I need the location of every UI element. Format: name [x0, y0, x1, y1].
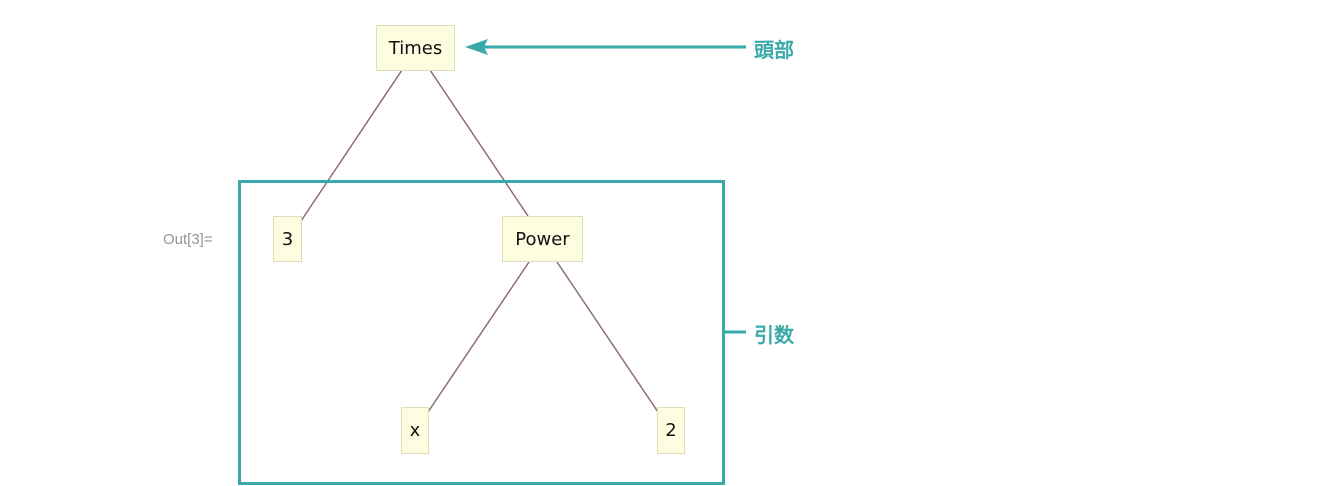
node-two: 2 — [657, 407, 685, 454]
node-three: 3 — [273, 216, 302, 262]
edge-times-power — [429, 69, 529, 217]
edge-power-two — [556, 261, 659, 413]
edge-power-x — [427, 261, 530, 413]
arguments-annotation-label: 引数 — [754, 323, 794, 347]
node-times-label: Times — [388, 37, 443, 59]
node-times: Times — [376, 25, 455, 71]
arguments-box — [238, 180, 725, 485]
node-x: x — [401, 407, 429, 454]
output-cell-label: Out[3]= — [163, 231, 213, 248]
edge-times-three — [300, 69, 403, 222]
node-x-label: x — [409, 420, 421, 441]
node-power: Power — [502, 216, 583, 262]
node-three-label: 3 — [281, 228, 294, 250]
head-arrow-head-icon — [465, 39, 488, 55]
node-two-label: 2 — [665, 420, 677, 441]
node-power-label: Power — [515, 228, 570, 250]
head-annotation-label: 頭部 — [754, 38, 794, 62]
